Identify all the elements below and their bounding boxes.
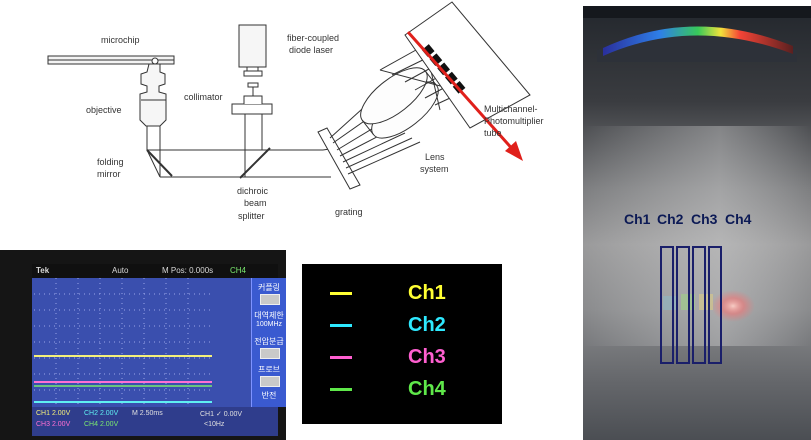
scope-ch1-scale: CH1 2.00V [36,410,71,417]
photo-label-ch4: Ch4 [725,211,752,227]
scope-menu-invert: 반전 [261,391,277,400]
legend-label-ch4: Ch4 [408,378,446,400]
optical-diagram: microchip objective collimator fiber-cou… [47,1,544,221]
scope-mpos: M Pos: 0.000s [162,266,214,275]
label-folding-1: folding [97,157,124,167]
photo-label-ch1: Ch1 [624,211,651,227]
red-arrow [406,31,517,153]
objective-lens [139,63,167,127]
scope-bandwidth-value: 100MHz [255,321,283,328]
scope-side-menu: 커플링 대역제한 100MHz 전압분급 프로브 반전 [251,278,286,407]
scope-status-bar: CH1 2.00V CH2 2.00V M 2.50ms CH1 ✓ 0.00V… [32,407,278,436]
scope-mode: Auto [112,266,129,275]
label-dichroic-2: beam [244,198,267,208]
legend-line-ch1 [330,292,352,295]
folding-mirror [146,149,173,177]
photo-label-ch2: Ch2 [657,211,684,227]
label-pmt-1: Multichannel- [484,104,538,114]
photo-channel-box-1 [660,246,674,364]
laser-body [238,24,267,68]
spectrum-photo: Ch1 Ch2 Ch3 Ch4 [583,6,811,440]
scope-freq: <10Hz [204,421,225,428]
label-dichroic-1: dichroic [237,186,269,196]
scope-trigger: CH1 ✓ 0.00V [200,411,243,418]
oscilloscope-grid [34,278,212,406]
collimator-mount [231,103,273,115]
label-objective: objective [86,105,122,115]
label-laser-2: diode laser [289,45,333,55]
photo-channel-box-4 [708,246,722,364]
photo-channel-box-2 [676,246,690,364]
pmt-body [404,1,531,129]
scope-timebase: M 2.50ms [132,410,163,417]
legend-line-ch3 [330,356,352,359]
grating [317,127,361,190]
label-pmt-2: Photomultiplier [484,116,544,126]
label-pmt-3: tube [484,128,502,138]
scope-ch2-scale: CH2 2.00V [84,410,119,417]
legend-label-ch1: Ch1 [408,282,446,304]
legend-line-ch2 [330,324,352,327]
legend-label-ch3: Ch3 [408,346,446,368]
label-folding-2: mirror [97,169,121,179]
photo-channel-box-3 [692,246,706,364]
scope-menu-bandwidth: 대역제한 [254,311,284,320]
scope-ch4-scale: CH4 2.00V [84,421,119,428]
legend-label-ch2: Ch2 [408,314,446,336]
legend-line-ch4 [330,388,352,391]
label-collimator: collimator [184,92,223,102]
channel-legend: Ch1 Ch2 Ch3 Ch4 [302,264,502,424]
label-lens-2: system [420,164,449,174]
label-dichroic-3: splitter [238,211,265,221]
label-microchip: microchip [101,35,140,45]
scope-channel: CH4 [230,266,247,275]
oscilloscope-top-bar: Tek Auto M Pos: 0.000s CH4 [32,264,278,278]
spectrum-photo-art [583,6,811,346]
label-lens-1: Lens [425,152,445,162]
oscilloscope-photo: Tek Auto M Pos: 0.000s CH4 커플링 대역제한 100M… [0,250,286,440]
label-grating: grating [335,207,363,217]
scope-menu-volts: 전압분급 [254,337,284,346]
scope-menu-probe: 프로브 [257,365,281,374]
scope-brand: Tek [36,266,50,275]
label-laser-1: fiber-coupled [287,33,339,43]
scope-ch3-scale: CH3 2.00V [36,421,71,428]
scope-menu-coupling: 커플링 [257,283,281,292]
photo-label-ch3: Ch3 [691,211,718,227]
